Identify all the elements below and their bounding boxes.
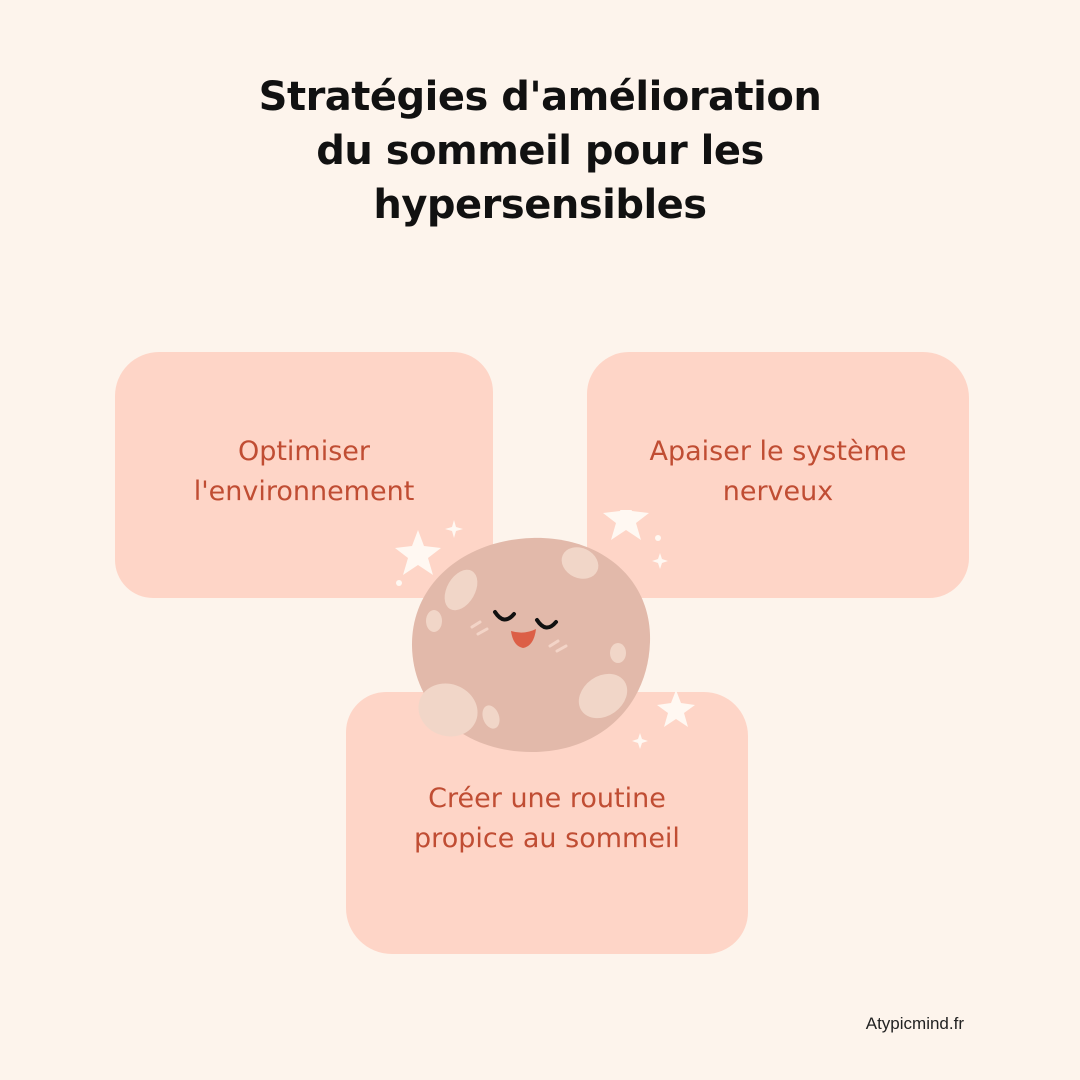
strategy-label: Créer une routine propice au sommeil xyxy=(414,783,680,854)
title-line-3: hypersensibles xyxy=(373,182,707,228)
sparkle-star-icon xyxy=(395,520,463,586)
title-line-2: du sommeil pour les xyxy=(316,128,764,174)
brand-footer: Atypicmind.fr xyxy=(865,1014,964,1033)
strategy-card-nervous-system: Apaiser le système nerveux xyxy=(587,352,969,598)
strategy-label: Apaiser le système nerveux xyxy=(649,436,907,507)
page-title: Stratégies d'amélioration du sommeil pou… xyxy=(140,70,940,232)
strategy-card-environment: Optimiser l'environnement xyxy=(115,352,493,598)
strategy-label: Optimiser l'environnement xyxy=(193,436,415,507)
sparkle-star-icon xyxy=(603,510,668,569)
sparkle-star-icon xyxy=(632,690,695,749)
title-line-1: Stratégies d'amélioration xyxy=(258,74,822,120)
sleeping-planet-icon xyxy=(395,510,695,752)
